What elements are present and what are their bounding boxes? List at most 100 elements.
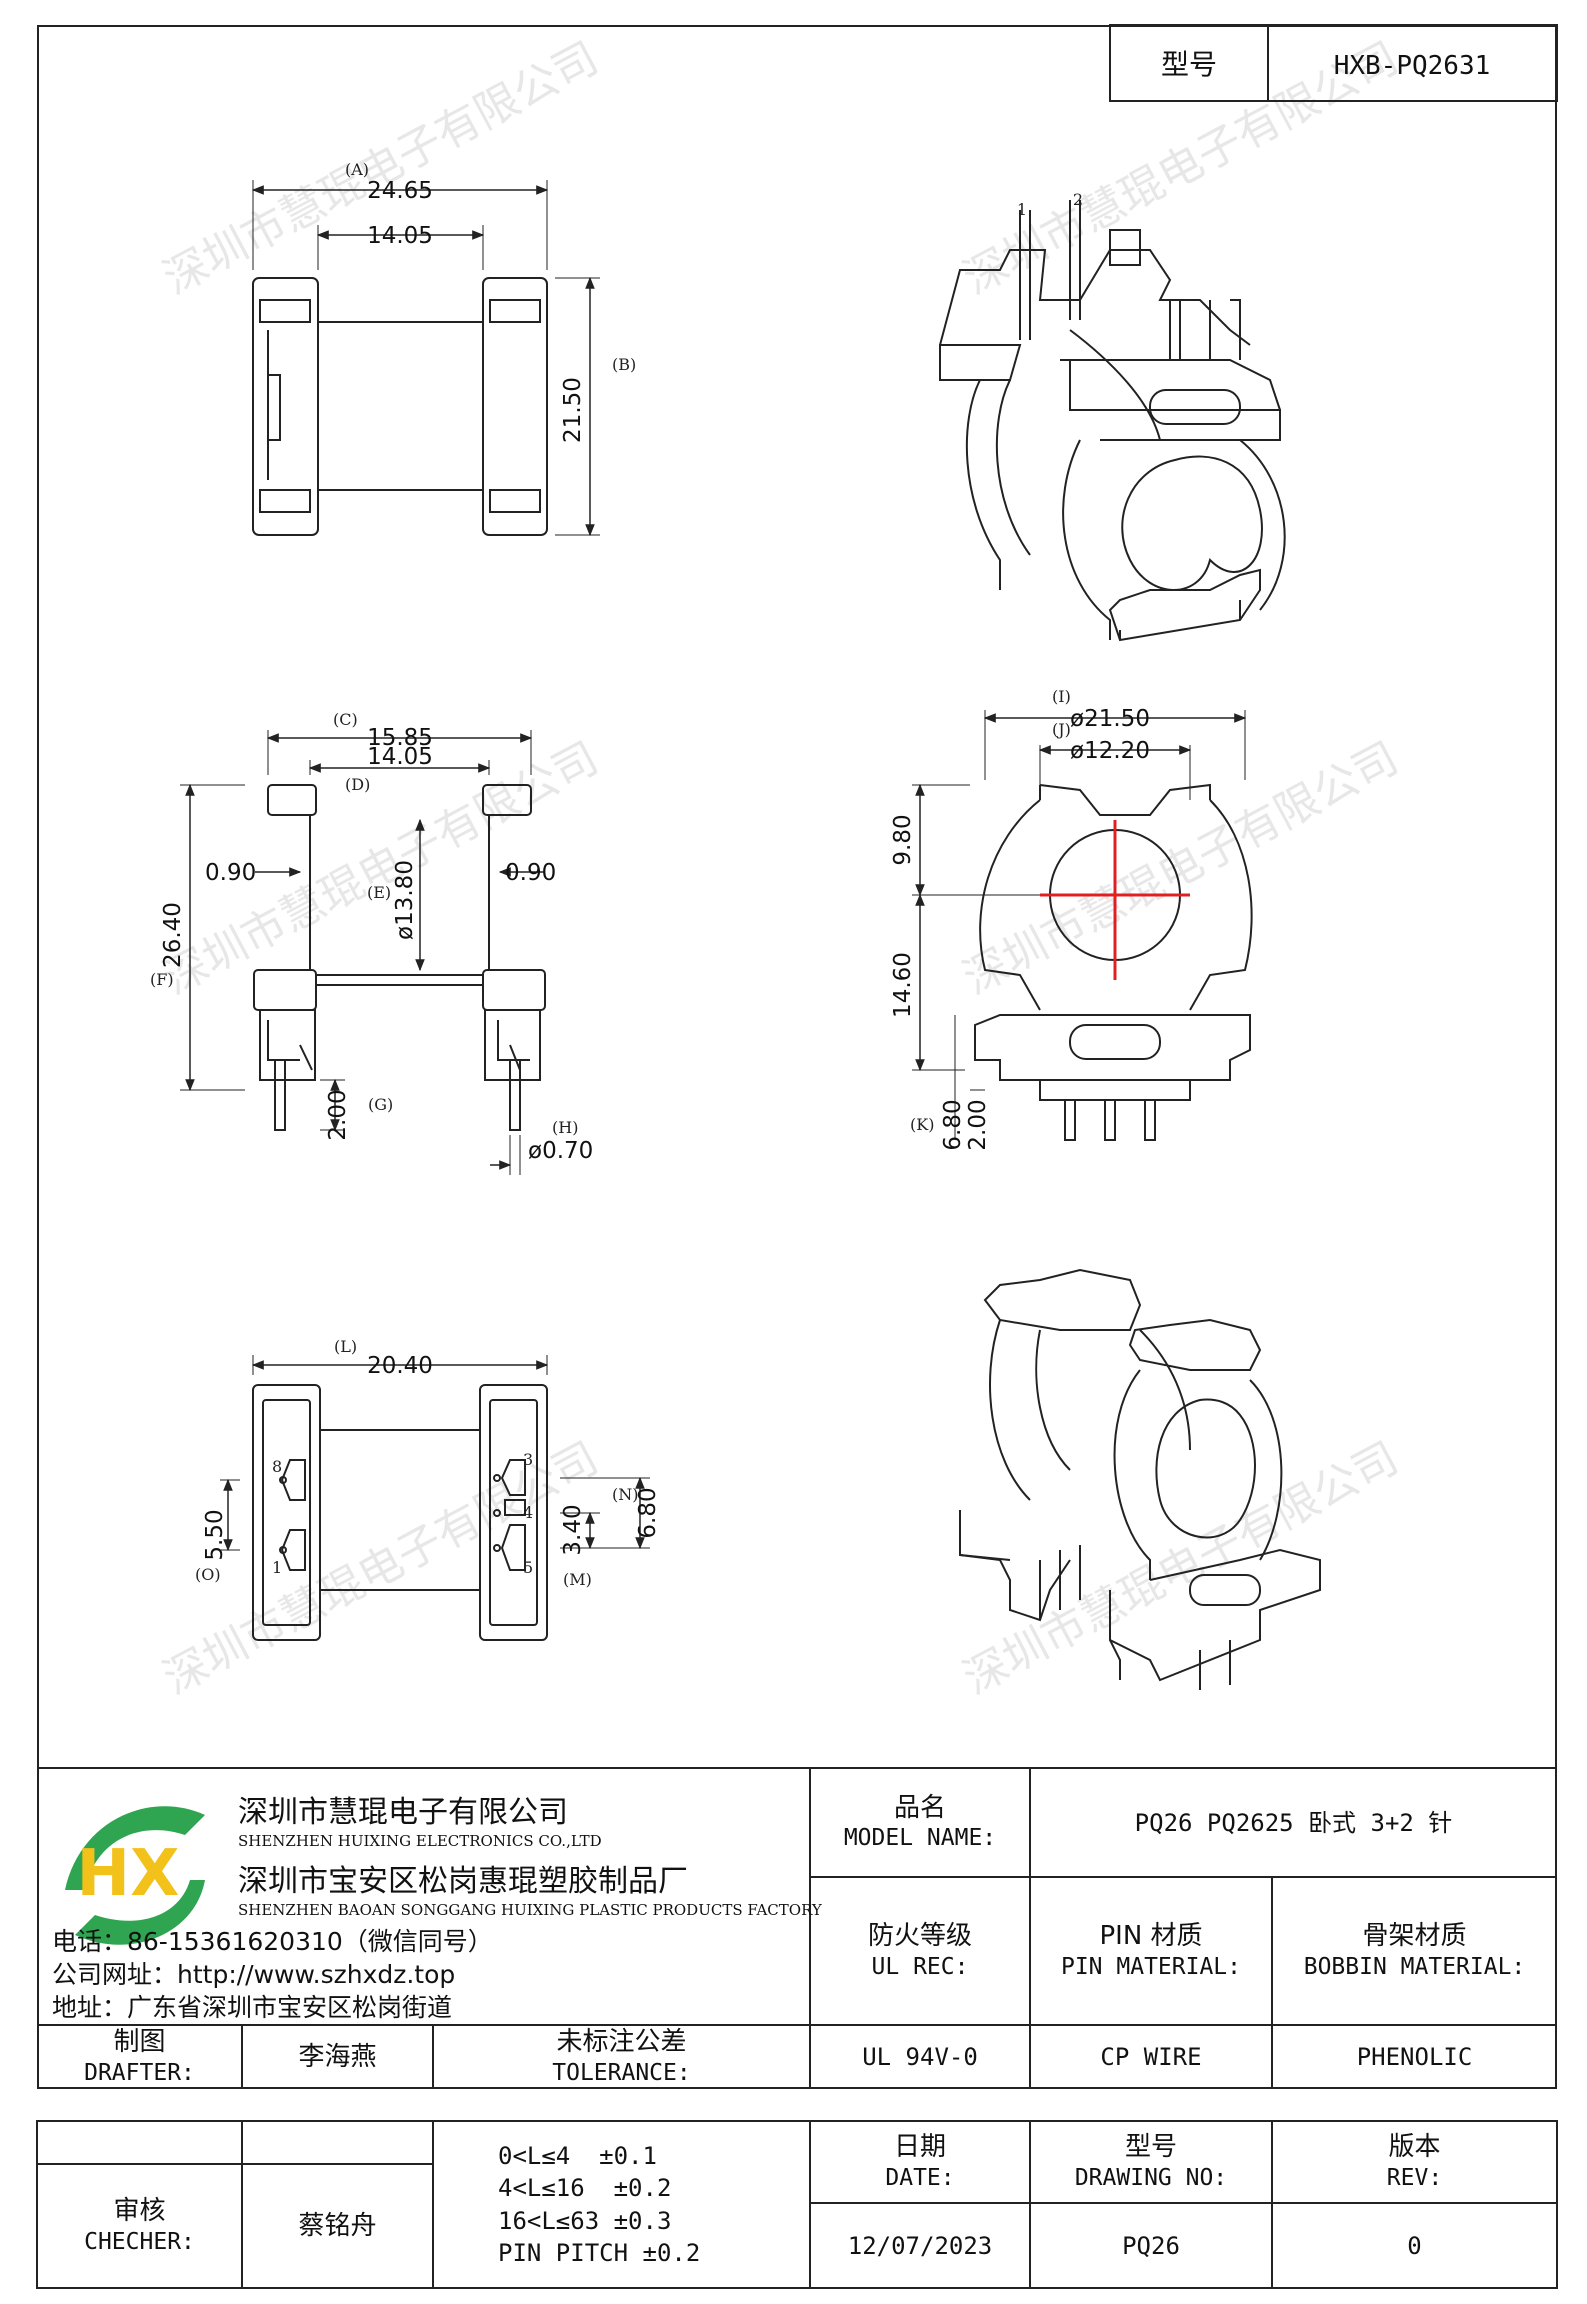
dim-o: 5.50 (202, 1509, 228, 1560)
dim-lower: 14.60 (890, 952, 916, 1018)
dim-tag-f: (F) (150, 970, 174, 989)
dim-m: 3.40 (560, 1504, 586, 1555)
drafter-label: 制图 DRAFTER: (37, 2025, 242, 2089)
pin-1: 1 (272, 1558, 282, 1577)
company-address: 地址：广东省深圳市宝安区松岗街道 (52, 1993, 453, 2022)
company-website[interactable]: 公司网址：http://www.szhxdz.top (52, 1960, 456, 1989)
pin-5: 5 (523, 1558, 533, 1577)
bobbin-cn: 骨架材质 (1362, 1921, 1467, 1952)
date-cn: 日期 (893, 2132, 946, 2163)
company-name-en: SHENZHEN HUIXING ELECTRONICS CO.,LTD (238, 1832, 602, 1850)
dim-tag-c: (C) (333, 710, 358, 729)
dim-n: 6.80 (635, 1487, 661, 1538)
dim-i: ø21.50 (1070, 706, 1150, 732)
dim-tag-n: (N) (612, 1485, 638, 1504)
drawing-frame (37, 25, 1557, 2089)
drawing-no-label: 型号 DRAWING NO: (1030, 2121, 1272, 2203)
dim-k2: 2.00 (965, 1099, 991, 1150)
tolerance-list: 0<L≤4 ±0.1 4<L≤16 ±0.2 16<L≤63 ±0.3 PIN … (433, 2121, 810, 2288)
ul-value: UL 94V-0 (862, 2043, 978, 2071)
dim-b: 21.50 (560, 377, 586, 443)
dim-upper: 9.80 (890, 814, 916, 865)
pin-3: 3 (523, 1450, 533, 1469)
dim-inner: 14.05 (367, 223, 433, 249)
tolerance-en: TOLERANCE: (552, 2059, 691, 2086)
ul-label: 防火等级 UL REC: (810, 1877, 1030, 2025)
dim-g: 2.00 (325, 1089, 351, 1140)
drawing-no-value: PQ26 (1122, 2231, 1180, 2260)
iso-view-bottom (959, 1268, 1321, 1690)
date-value: 12/07/2023 (847, 2231, 993, 2260)
tolerance-label: 未标注公差 TOLERANCE: (433, 2025, 810, 2089)
company-logo: HX (65, 1806, 205, 1945)
model-box: 型号 HXB-PQ2631 (1109, 24, 1558, 102)
bobbin-material-label: 骨架材质 BOBBIN MATERIAL: (1272, 1877, 1557, 2025)
ul-en: UL REC: (871, 1953, 969, 1980)
tolerance-row: 0<L≤4 ±0.1 (498, 2141, 657, 2170)
factory-name-cn: 深圳市宝安区松岗惠琨塑胶制品厂 (238, 1864, 688, 1899)
dim-d: 14.05 (367, 744, 433, 770)
product-name-en: MODEL NAME: (843, 1825, 997, 1852)
checker-en: CHECHER: (84, 2228, 195, 2255)
drawing-en: DRAWING NO: (1074, 2164, 1228, 2191)
checker-value: 蔡铭舟 (298, 2210, 377, 2241)
product-name-label: 品名 MODEL NAME: (810, 1768, 1030, 1877)
dim-tag-l: (L) (334, 1337, 357, 1356)
side-view (180, 730, 546, 1175)
drafter-cn: 制图 (113, 2027, 166, 2058)
drafter-en: DRAFTER: (84, 2059, 195, 2086)
tolerance-row: 4<L≤16 ±0.2 (498, 2174, 672, 2203)
dim-tag-k: (K) (910, 1115, 934, 1134)
dim-tag-a: (A) (345, 160, 369, 179)
company-phone: 电话：86-15361620310（微信同号） (52, 1927, 493, 1956)
drafter-value: 李海燕 (298, 2041, 377, 2072)
pin-en: PIN MATERIAL: (1060, 1953, 1241, 1980)
dim-tag-o: (O) (195, 1565, 221, 1584)
tolerance-cn: 未标注公差 (556, 2027, 687, 2058)
bottom-view (220, 1355, 650, 1641)
dim-tag-b: (B) (612, 355, 636, 374)
date-en: DATE: (885, 2164, 955, 2191)
model-label: 型号 (1161, 48, 1217, 81)
dim-tag-h: (H) (552, 1118, 578, 1137)
dim-tag-e: (E) (367, 883, 391, 902)
pin-8: 8 (272, 1457, 282, 1476)
dim-right-wall: 0.90 (505, 860, 556, 886)
rev-cn: 版本 (1388, 2132, 1441, 2163)
ul-cn: 防火等级 (867, 1921, 972, 1952)
pin-cn: PIN 材质 (1099, 1921, 1203, 1952)
dim-tag-m: (M) (563, 1570, 592, 1589)
dim-k1: 6.80 (940, 1099, 966, 1150)
dim-tag-j: (J) (1052, 720, 1071, 739)
dim-l: 20.40 (367, 1353, 433, 1379)
model-value: HXB-PQ2631 (1334, 51, 1491, 81)
bobbin-en: BOBBIN MATERIAL: (1303, 1953, 1526, 1980)
dim-left-wall: 0.90 (205, 860, 256, 886)
tolerance-row: 16<L≤63 ±0.3 (498, 2206, 672, 2235)
dim-tag-d: (D) (345, 775, 370, 794)
company-name-cn: 深圳市慧琨电子有限公司 (238, 1795, 568, 1830)
product-name-value: PQ26 PQ2625 卧式 3+2 针 (1134, 1808, 1453, 1837)
product-name-cn: 品名 (893, 1792, 946, 1823)
dim-h: ø0.70 (528, 1138, 593, 1164)
pin-4: 4 (523, 1503, 533, 1522)
rev-value: 0 (1407, 2231, 1422, 2260)
dim-tag-i: (I) (1052, 687, 1071, 706)
dim-e: ø13.80 (392, 860, 418, 940)
dim-j: ø12.20 (1070, 738, 1150, 764)
iso-pin-2: 2 (1073, 190, 1083, 209)
logo-text: HX (77, 1837, 180, 1911)
pin-material-label: PIN 材质 PIN MATERIAL: (1030, 1877, 1272, 2025)
bobbin-value: PHENOLIC (1356, 2043, 1473, 2071)
rev-label: 版本 REV: (1272, 2121, 1557, 2203)
iso-view-top (939, 200, 1286, 642)
top-view (251, 180, 600, 537)
dim-c: 15.85 (367, 725, 433, 751)
iso-pin-1: 1 (1017, 200, 1027, 219)
dim-a: 24.65 (367, 178, 433, 204)
dim-tag-g: (G) (368, 1095, 393, 1114)
rev-en: REV: (1386, 2164, 1443, 2191)
factory-name-en: SHENZHEN BAOAN SONGGANG HUIXING PLASTIC … (238, 1901, 822, 1919)
pin-value: CP WIRE (1100, 2043, 1202, 2071)
